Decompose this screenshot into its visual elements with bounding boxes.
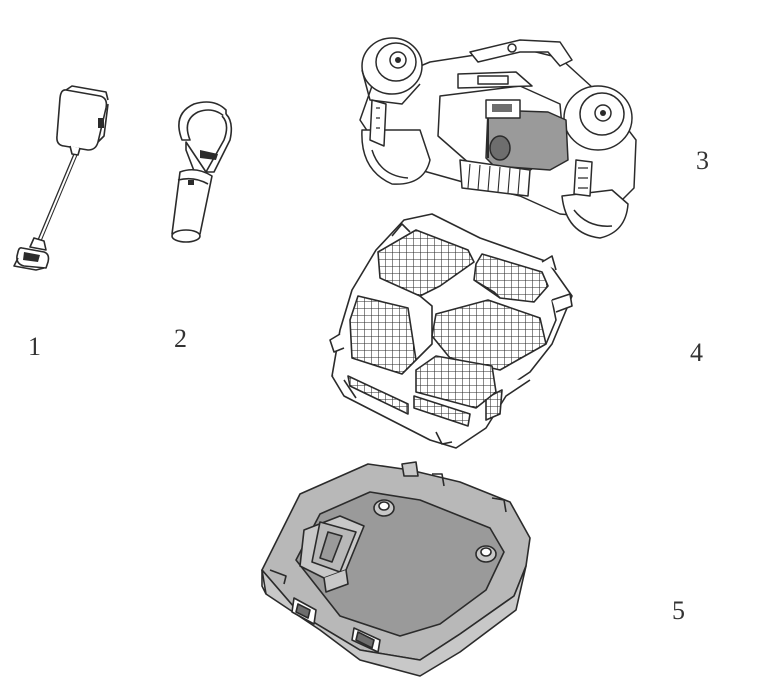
part-label-1: 1 — [28, 332, 41, 361]
part-label-3: 3 — [696, 146, 709, 175]
part-label-4: 4 — [690, 338, 703, 367]
part-label-5: 5 — [672, 596, 685, 625]
hook-handle — [171, 101, 233, 243]
power-adapter — [13, 85, 109, 271]
filter-basket — [329, 213, 573, 449]
filter-tray — [261, 461, 531, 677]
pool-robot-body — [359, 37, 637, 239]
part-label-2: 2 — [174, 324, 187, 353]
